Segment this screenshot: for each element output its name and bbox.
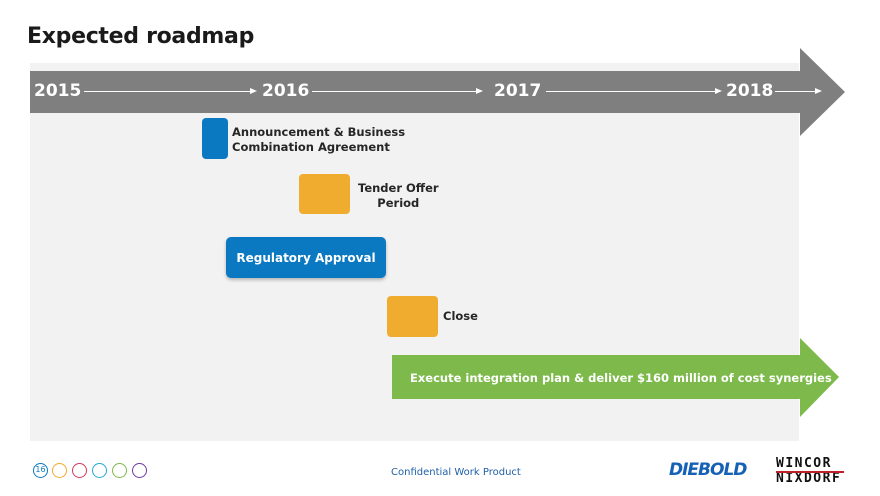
year-2017: 2017 — [494, 81, 542, 101]
year-2015: 2015 — [34, 81, 82, 101]
timeline-line-1 — [84, 88, 257, 94]
wincor-logo-bar — [776, 471, 844, 473]
decor-circle-cyan — [92, 463, 107, 478]
announcement-marker — [202, 118, 228, 159]
tender-offer-label: Tender Offer Period — [358, 181, 439, 210]
regulatory-approval-box: Regulatory Approval — [226, 237, 386, 278]
close-marker — [387, 296, 438, 337]
year-2018: 2018 — [726, 81, 774, 101]
decor-circle-green — [112, 463, 127, 478]
integration-arrow — [392, 338, 839, 417]
wincor-nixdorf-logo: WINCOR NIXDORF — [776, 456, 842, 486]
year-2016: 2016 — [262, 81, 310, 101]
announcement-label: Announcement & Business Combination Agre… — [232, 125, 406, 154]
page-number: 16 — [33, 463, 48, 478]
confidential-notice: Confidential Work Product — [391, 467, 521, 478]
diebold-logo: DIEBOLD — [669, 460, 747, 480]
tender-offer-marker — [299, 174, 350, 214]
timeline-line-3 — [546, 88, 722, 94]
decor-circle-purple — [132, 463, 147, 478]
timeline-line-2 — [312, 88, 483, 94]
decor-circle-orange — [52, 463, 67, 478]
timeline-arrow — [30, 48, 845, 136]
decor-circle-red — [72, 463, 87, 478]
close-label: Close — [443, 309, 478, 323]
timeline-line-4 — [775, 88, 822, 94]
page-title: Expected roadmap — [27, 24, 255, 49]
integration-label: Execute integration plan & deliver $160 … — [410, 371, 832, 385]
